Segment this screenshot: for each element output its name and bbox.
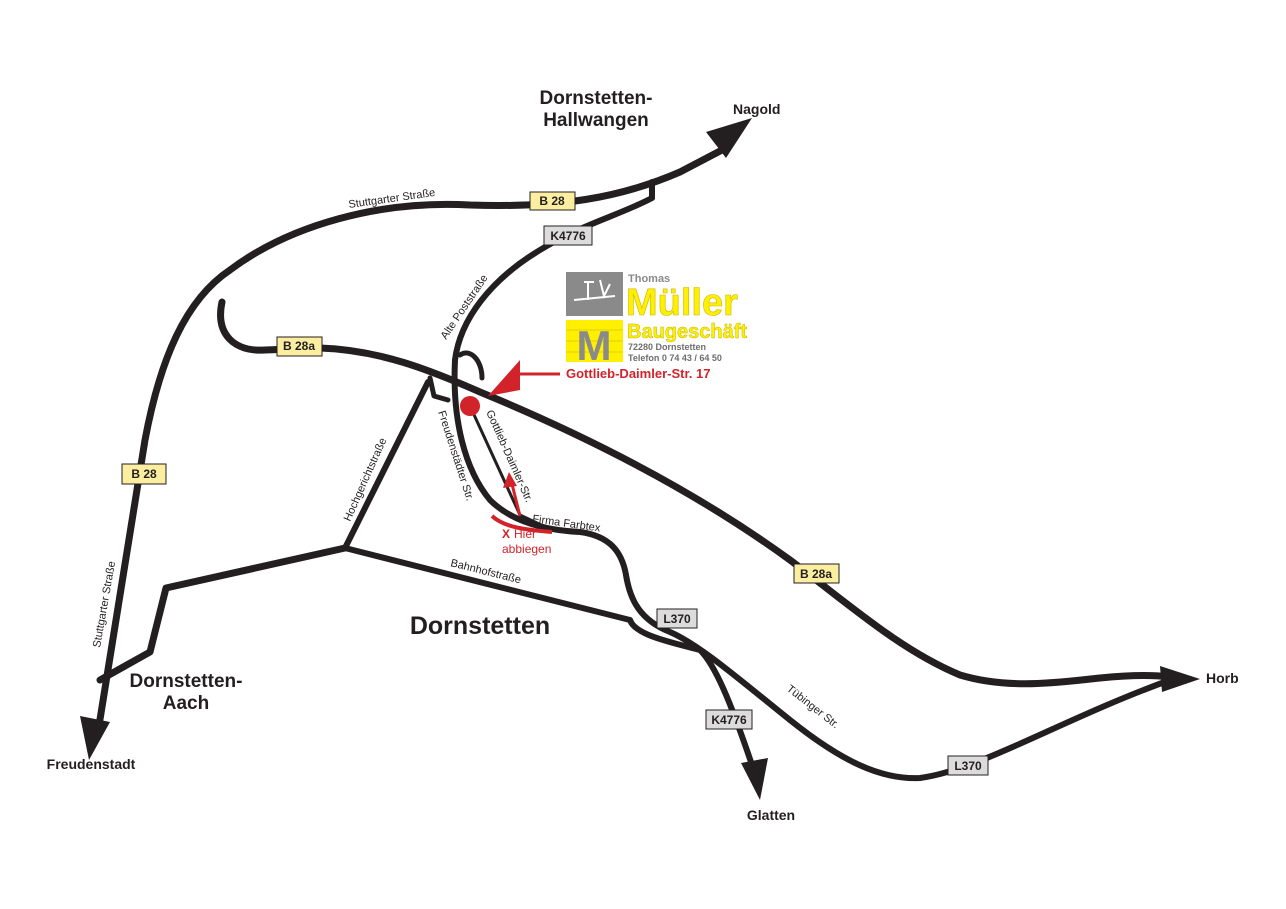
turn-instruction-line2: abbiegen: [502, 542, 551, 556]
logo-monogram: M: [577, 322, 612, 369]
shield-k4776-top-label: K4776: [550, 229, 586, 243]
shield-b28-left-label: B 28: [131, 467, 157, 481]
shield-l370-bottom: L370: [947, 755, 989, 776]
company-logo: M Thomas Müller Baugeschäft 72280 Dornst…: [566, 272, 748, 369]
shield-b28-left: B 28: [121, 463, 167, 485]
arrow-horb: [1160, 666, 1200, 692]
road-l370: [623, 572, 1173, 782]
logo-phone: Telefon 0 74 43 / 64 50: [628, 353, 722, 363]
logo-address: 72280 Dornstetten: [628, 342, 706, 352]
shield-b28a-left: B 28a: [276, 336, 323, 357]
shield-b28-top: B 28: [529, 191, 576, 211]
route-arrow-line: [510, 483, 522, 517]
shield-b28a-left-label: B 28a: [283, 339, 315, 353]
shield-k4776-top: K4776: [543, 225, 593, 246]
road-network: [80, 118, 1200, 800]
shield-b28a-right: B 28a: [793, 563, 840, 584]
place-nagold[interactable]: Nagold: [733, 101, 780, 117]
road-hochgericht: [342, 379, 431, 551]
shield-l370-mid-label: L370: [663, 612, 691, 626]
arrow-glatten: [741, 758, 768, 800]
arrow-nagold: [706, 118, 752, 158]
shield-k4776-bottom: K4776: [705, 709, 753, 730]
road-aach: [96, 544, 349, 684]
place-aach-line1: Dornstetten-: [130, 671, 243, 692]
shield-l370-bottom-label: L370: [954, 759, 982, 773]
turn-instruction-line1: Hier: [514, 527, 536, 541]
arrow-freudenstadt: [80, 716, 110, 760]
place-glatten[interactable]: Glatten: [747, 807, 795, 823]
shield-b28-top-label: B 28: [539, 194, 565, 208]
destination-address[interactable]: Gottlieb-Daimler-Str. 17: [566, 366, 710, 381]
place-horb[interactable]: Horb: [1206, 670, 1239, 686]
destination-pointer-head: [488, 360, 520, 396]
destination-marker[interactable]: [460, 396, 480, 416]
road-b28a: [217, 298, 1174, 688]
shield-k4776-bottom-label: K4776: [711, 713, 747, 727]
logo-tools-icon: [573, 279, 616, 301]
road-b28: [93, 146, 726, 742]
logo-gray-block: [566, 272, 623, 316]
road-alte-post-loop: [427, 350, 485, 403]
logo-brick-pattern: [566, 329, 623, 353]
logo-first-name: Thomas: [628, 273, 670, 285]
turn-x-mark: X: [502, 527, 510, 541]
road-bahnhof: [342, 545, 633, 623]
place-hallwangen-line2: Hallwangen: [543, 110, 649, 131]
place-hallwangen-line1: Dornstetten-: [540, 88, 653, 109]
route-highlight: [490, 514, 553, 534]
place-dornstetten: Dornstetten: [410, 612, 550, 640]
logo-name: Müller: [626, 282, 738, 324]
shield-b28a-right-label: B 28a: [800, 567, 832, 581]
place-aach-line2: Aach: [163, 693, 209, 714]
shield-l370-mid: L370: [656, 608, 698, 629]
route-arrow-head: [503, 472, 517, 488]
logo-business: Baugeschäft: [627, 321, 747, 343]
place-freudenstadt[interactable]: Freudenstadt: [47, 756, 136, 772]
